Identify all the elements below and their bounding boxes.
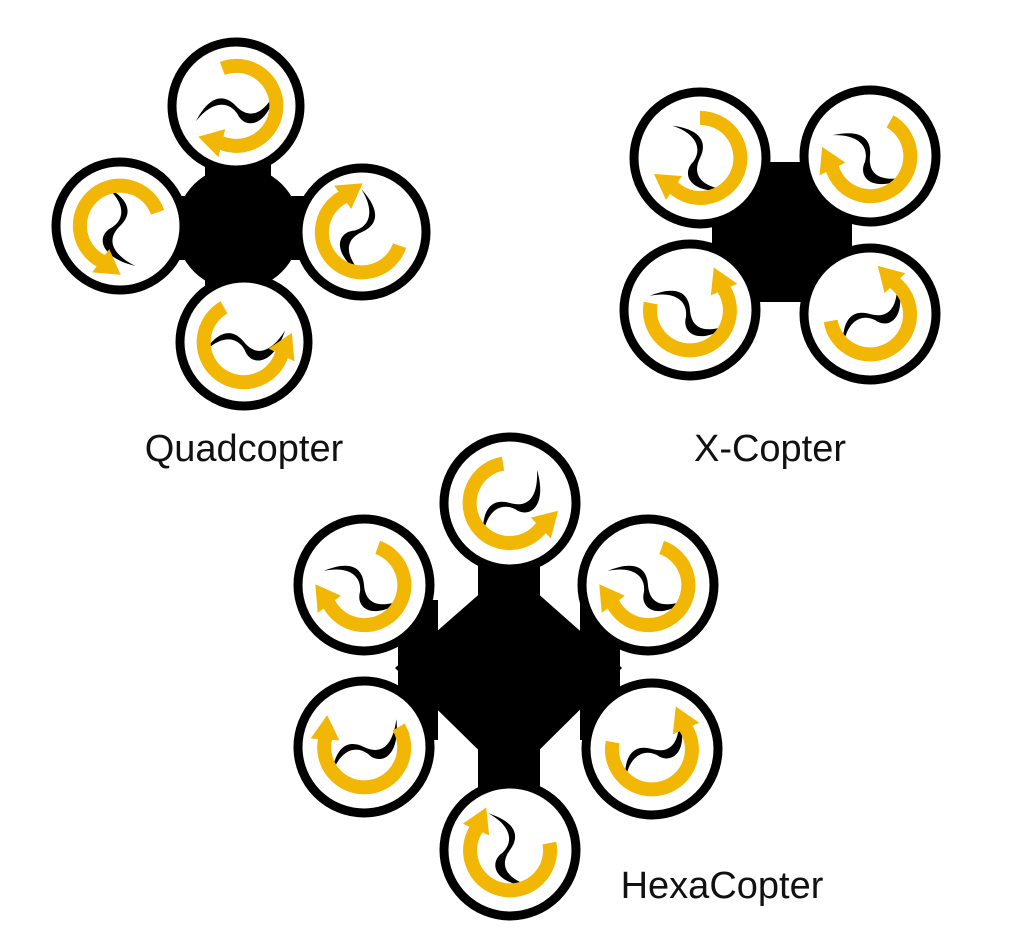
hexacopter-body: [395, 568, 622, 780]
hexacopter-label: HexaCopter: [621, 865, 824, 907]
quadcopter-label: Quadcopter: [145, 428, 344, 470]
xcopter-rotor-bottom-right: [799, 243, 941, 385]
hexacopter-diagram: HexaCopter: [293, 432, 824, 921]
quadcopter-rotor-bottom: [175, 273, 313, 411]
hexacopter-rotor-upper-left: [293, 514, 435, 656]
xcopter-diagram: X-Copter: [619, 85, 941, 470]
xcopter-label: X-Copter: [694, 428, 846, 470]
quadcopter-rotor-left: [51, 157, 189, 295]
quadcopter-diagram: Quadcopter: [51, 37, 431, 470]
quadcopter-rotor-top: [167, 37, 305, 175]
hexacopter-rotor-upper-right: [577, 514, 719, 656]
xcopter-rotor-top-left: [629, 87, 771, 229]
hexacopter-rotor-bottom: [439, 779, 581, 921]
hexacopter-rotor-top: [439, 432, 581, 574]
hexacopter-rotor-lower-right: [581, 678, 723, 820]
xcopter-rotor-bottom-left: [619, 239, 761, 381]
quadcopter-rotor-right: [293, 163, 431, 301]
hexacopter-rotor-lower-left: [293, 676, 435, 818]
xcopter-rotor-top-right: [799, 85, 941, 227]
